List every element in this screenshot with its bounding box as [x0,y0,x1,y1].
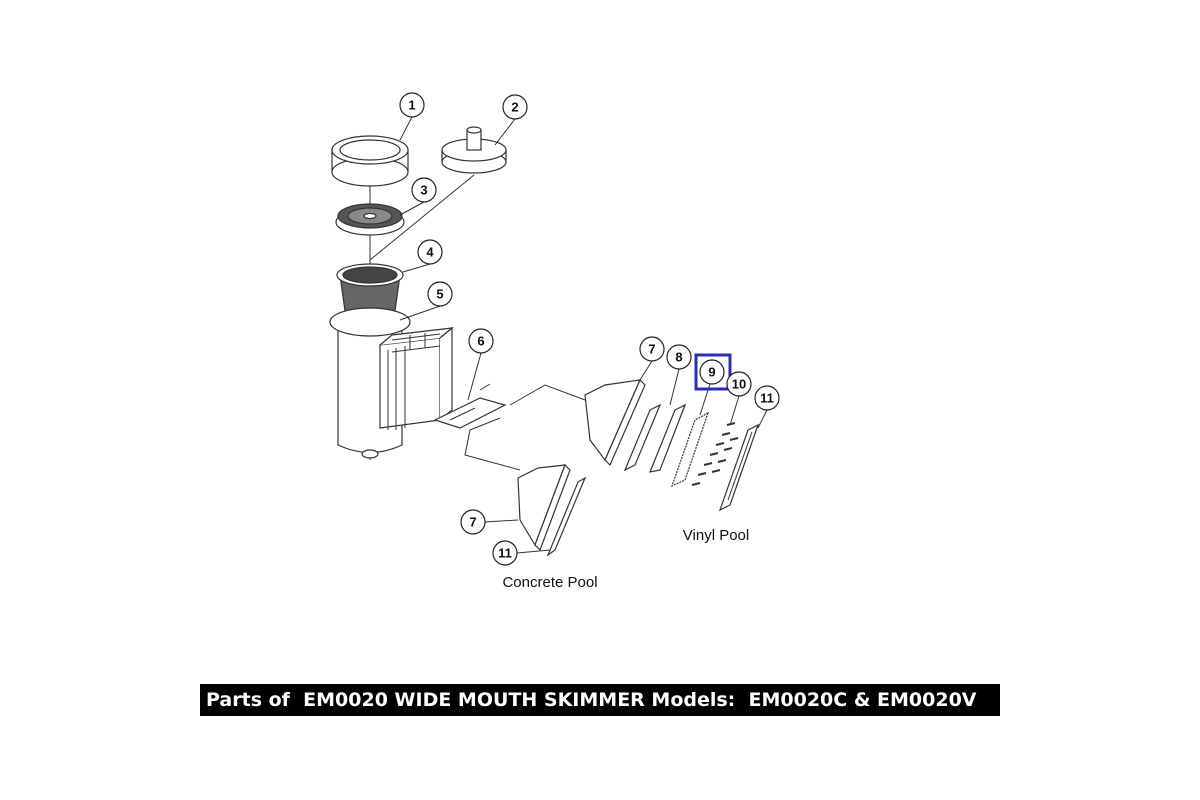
callout-8: 8 [666,344,692,370]
svg-text:5: 5 [436,287,443,302]
part-8-gasket [623,403,687,473]
svg-text:4: 4 [426,245,434,260]
concrete-pool-label: Concrete Pool [502,574,597,591]
svg-text:7: 7 [469,515,476,530]
svg-text:6: 6 [477,334,484,349]
highlight-box-part-9 [694,353,732,391]
svg-text:10: 10 [732,377,746,392]
part-3-strainer-plate [335,203,405,236]
callout-7-concrete: 7 [460,509,486,535]
part-9-gasket [670,411,710,488]
part-5-skimmer-body [329,307,454,459]
callout-7-vinyl: 7 [639,336,665,362]
part-1-lid-ring [331,135,409,187]
svg-text:7: 7 [648,342,655,357]
caption-bar: Parts of EM0020 WIDE MOUTH SKIMMER Model… [200,684,1000,716]
part-6-face-plate [433,383,507,429]
svg-text:8: 8 [675,350,682,365]
part-11-vinyl-faceplate-cover [718,423,760,512]
part-11-concrete-faceplate-cover [546,476,587,557]
callout-1: 1 [399,92,425,118]
part-7-concrete-faceplate [517,463,571,552]
callout-3: 3 [411,177,437,203]
svg-text:3: 3 [420,183,427,198]
svg-text:11: 11 [760,391,774,406]
vinyl-pool-label: Vinyl Pool [683,527,749,544]
part-10-screws [691,422,739,486]
callout-5: 5 [427,281,453,307]
callout-11-vinyl: 11 [754,385,780,411]
part-2-float-valve [441,126,507,174]
part-4-basket [336,263,404,319]
callout-9[interactable]: 9 [699,359,725,385]
svg-text:1: 1 [408,98,415,113]
callout-11-concrete: 11 [492,540,518,566]
svg-text:11: 11 [498,546,512,561]
svg-text:9: 9 [708,365,715,380]
callout-4: 4 [417,239,443,265]
callout-10: 10 [726,371,752,397]
callout-6: 6 [468,328,494,354]
svg-text:2: 2 [511,100,518,115]
callout-2: 2 [502,94,528,120]
part-7-vinyl-faceplate [584,378,646,467]
